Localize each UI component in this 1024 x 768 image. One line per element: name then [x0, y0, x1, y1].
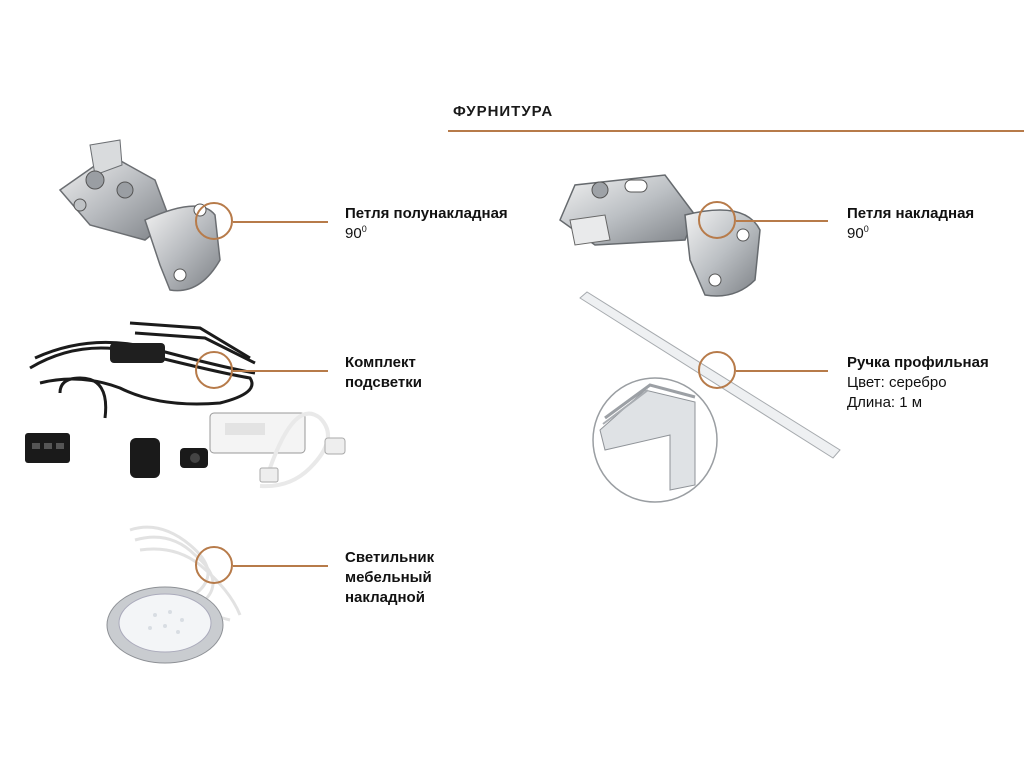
handle-length: Длина: 1 м [847, 394, 923, 411]
hinge-overlay-callout-line [736, 220, 828, 222]
furniture-lamp-image [106, 525, 242, 664]
lighting-kit-callout-ring [195, 351, 233, 389]
hinge-overlay-angle: 900 [847, 224, 869, 243]
handle-color: Цвет: серебро [847, 374, 947, 391]
half-overlay-hinge-image [58, 139, 221, 292]
hinge-overlay-label: Петля накладная 900 [847, 204, 974, 244]
lighting-kit-callout-line [233, 370, 328, 372]
section-divider [448, 130, 1024, 132]
lighting-kit-image [25, 321, 346, 489]
lamp-callout-ring [195, 546, 233, 584]
lamp-title-line3: накладной [345, 589, 425, 606]
handle-title: Ручка профильная [847, 354, 989, 371]
lamp-title-line1: Светильник [345, 549, 435, 566]
hinge-overlay-callout-ring [698, 201, 736, 239]
overlay-hinge-image [559, 174, 761, 297]
lamp-callout-line [233, 565, 328, 567]
handle-callout-line [736, 370, 828, 372]
hinge-overlay-title: Петля накладная [847, 205, 975, 222]
handle-label: Ручка профильная Цвет: серебро Длина: 1 … [847, 353, 989, 413]
hinge-half-callout-line [233, 221, 328, 223]
hinge-half-callout-ring [195, 202, 233, 240]
profile-handle-image [579, 291, 841, 503]
lighting-kit-label: Комплект подсветки [345, 353, 422, 393]
handle-callout-ring [698, 351, 736, 389]
hinge-half-label: Петля полунакладная 900 [345, 204, 508, 244]
section-title: ФУРНИТУРА [453, 103, 554, 120]
lighting-kit-title-line2: подсветки [345, 374, 422, 391]
lighting-kit-title-line1: Комплект [345, 354, 416, 371]
lamp-label: Светильник мебельный накладной [345, 548, 434, 608]
hinge-half-title: Петля полунакладная [345, 205, 508, 222]
lamp-title-line2: мебельный [345, 569, 432, 586]
hinge-half-angle: 900 [345, 224, 367, 243]
